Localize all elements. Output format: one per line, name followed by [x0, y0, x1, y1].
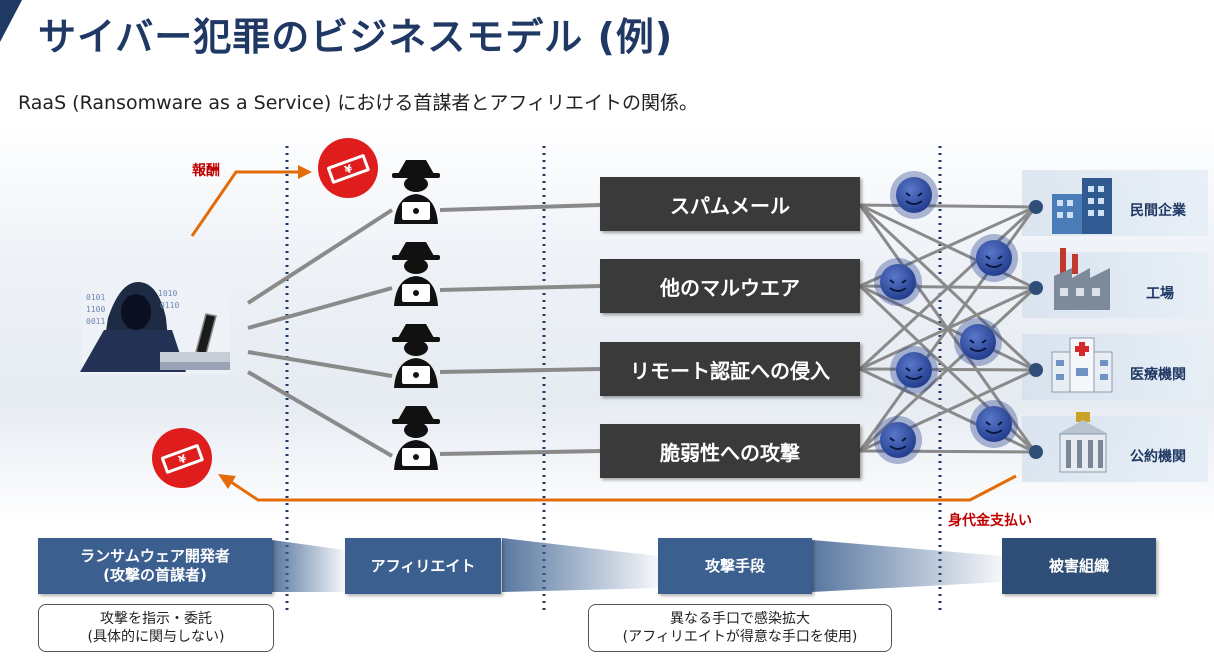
stage-victim: 被害組織 — [1002, 538, 1156, 594]
svg-text:¥: ¥ — [343, 162, 355, 177]
virus-icons — [874, 171, 1018, 464]
svg-text:1100: 1100 — [86, 305, 105, 314]
target-dots — [1029, 200, 1043, 459]
target-panel-government — [1022, 416, 1208, 482]
target-label-hospital: 医療機関 — [1130, 367, 1186, 383]
svg-text:0101: 0101 — [86, 293, 105, 302]
virus-icon — [890, 171, 938, 219]
affiliate-to-method-lines — [439, 203, 601, 456]
reward-arrow — [190, 165, 312, 237]
target-panel-factory — [1022, 252, 1208, 318]
note-attack-method: 異なる手口で感染拡大 (アフィリエイトが得意な手口を使用) — [588, 604, 892, 652]
developer-to-affiliate-lines — [246, 208, 394, 458]
svg-text:0110: 0110 — [160, 301, 179, 310]
hooded-hacker-icon: 0101 1100 0011 1010 0110 — [80, 278, 230, 374]
ransom-payment-label: 身代金支払い — [948, 513, 1032, 529]
virus-icon — [954, 318, 1002, 366]
virus-icon — [874, 416, 922, 464]
virus-icon — [874, 258, 922, 306]
stage-affiliate: アフィリエイト — [345, 538, 501, 594]
spy-with-laptop-icon — [392, 160, 440, 224]
stage-attack-method: 攻撃手段 — [658, 538, 812, 594]
office-building-icon — [1052, 178, 1112, 234]
affiliate-icons — [392, 160, 440, 470]
money-bundle-icon: ¥ — [152, 428, 212, 488]
target-label-government: 公約機関 — [1130, 449, 1186, 465]
note-developer: 攻撃を指示・委託 (具体的に関与しない) — [38, 604, 274, 652]
ransom-arrow — [218, 474, 1017, 502]
page-title: サイバー犯罪のビジネスモデル (例) — [38, 15, 674, 59]
stage-developer: ランサムウェア開発者 (攻撃の首謀者) — [38, 538, 272, 594]
method-remote-auth-intrusion: リモート認証への侵入 — [600, 342, 860, 396]
hospital-icon — [1051, 337, 1113, 393]
method-vulnerability-attack: 脆弱性への攻撃 — [600, 424, 860, 478]
separator-lines — [285, 146, 942, 612]
method-other-malware: 他のマルウエア — [600, 259, 860, 313]
money-bundle-icon: ¥ — [318, 138, 378, 198]
stage-funnels — [272, 538, 1002, 592]
svg-text:1010: 1010 — [158, 289, 177, 298]
virus-icon — [970, 400, 1018, 448]
spy-with-laptop-icon — [392, 242, 440, 306]
note-attack-method-line2: (アフィリエイトが得意な手口を使用) — [622, 629, 858, 645]
virus-icon — [890, 346, 938, 394]
note-developer-line2: (具体的に関与しない) — [87, 629, 225, 645]
page-subtitle: RaaS (Ransomware as a Service) における首謀者とア… — [18, 92, 698, 114]
title-corner-accent — [0, 0, 22, 42]
spy-with-laptop-icon — [392, 406, 440, 470]
spy-with-laptop-icon — [392, 324, 440, 388]
stage-developer-subtitle: (攻撃の首謀者) — [103, 566, 207, 584]
target-label-factory: 工場 — [1146, 286, 1174, 302]
factory-icon — [1054, 248, 1110, 310]
government-building-icon — [1058, 412, 1108, 473]
svg-text:¥: ¥ — [177, 452, 189, 467]
svg-text:0011: 0011 — [86, 317, 105, 326]
note-attack-method-line1: 異なる手口で感染拡大 — [670, 610, 810, 627]
note-developer-line1: 攻撃を指示・委託 — [100, 610, 212, 627]
stage-developer-title: ランサムウェア開発者 — [80, 547, 230, 566]
reward-label: 報酬 — [192, 163, 220, 179]
method-spam-mail: スパムメール — [600, 177, 860, 231]
virus-icon — [970, 234, 1018, 282]
target-label-company: 民間企業 — [1130, 203, 1186, 219]
